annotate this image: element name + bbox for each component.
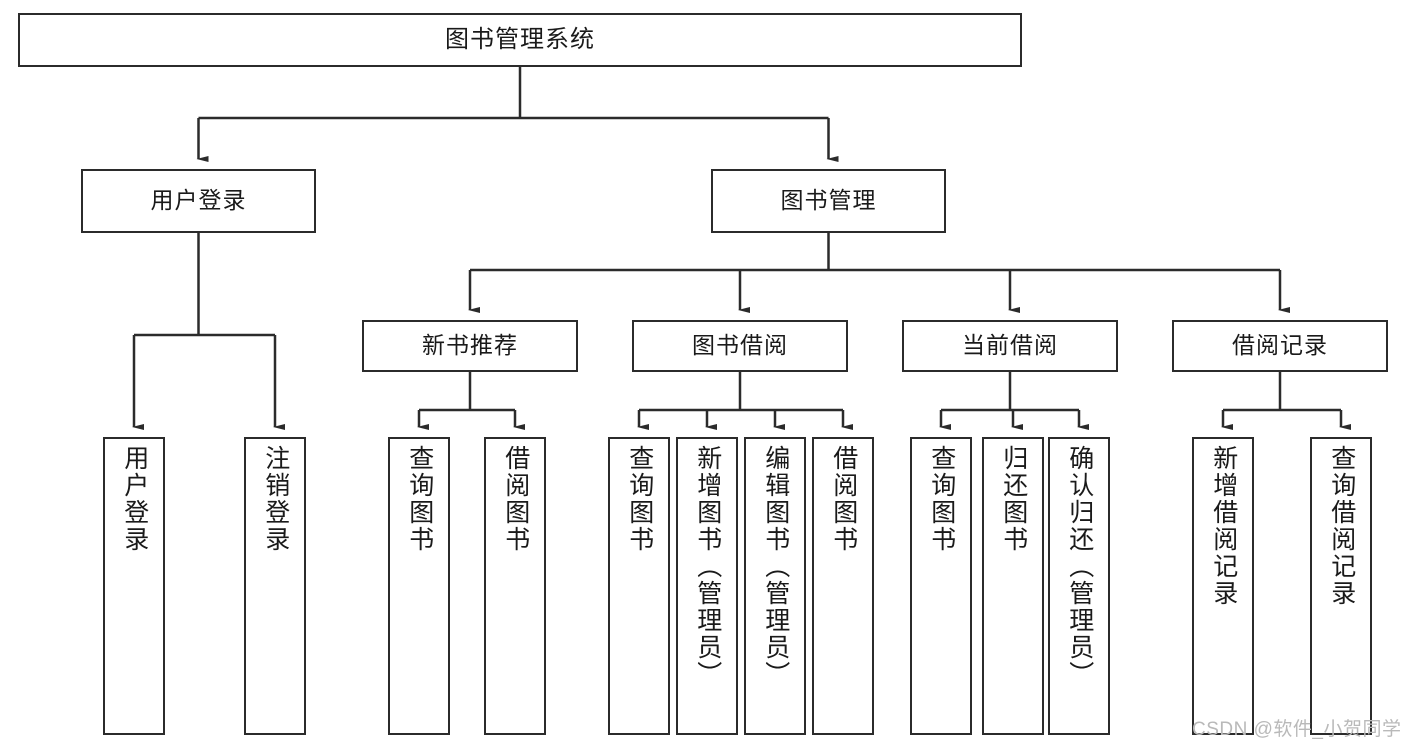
node-root[interactable]: 图书管理系统 — [18, 13, 1022, 67]
node-leaf-confirm-return[interactable]: 确认归还（管理员） — [1048, 437, 1110, 735]
node-leaf-query-book-2[interactable]: 查询图书 — [608, 437, 670, 735]
node-user-login-label: 用户登录 — [150, 187, 247, 214]
csdn-watermark: CSDN @软件_小贺同学 — [1192, 719, 1402, 740]
node-current-borrow-label: 当前借阅 — [962, 332, 1058, 359]
node-borrow-record-label: 借阅记录 — [1232, 332, 1328, 359]
node-leaf-borrow-book-1[interactable]: 借阅图书 — [484, 437, 546, 735]
node-leaf-query-book-3[interactable]: 查询图书 — [910, 437, 972, 735]
node-leaf-edit-book-label: 编辑图书（管理员） — [761, 445, 790, 688]
node-root-label: 图书管理系统 — [445, 25, 595, 53]
node-leaf-add-book[interactable]: 新增图书（管理员） — [676, 437, 738, 735]
node-leaf-query-book-3-label: 查询图书 — [927, 445, 956, 553]
node-leaf-borrow-book-1-label: 借阅图书 — [501, 445, 530, 553]
node-new-book-recommend-label: 新书推荐 — [422, 332, 518, 359]
node-new-book-recommend[interactable]: 新书推荐 — [362, 320, 578, 372]
node-book-borrow-label: 图书借阅 — [692, 332, 788, 359]
node-leaf-return-book-label: 归还图书 — [999, 445, 1028, 553]
node-leaf-query-book-1-label: 查询图书 — [405, 445, 434, 553]
node-leaf-query-record-label: 查询借阅记录 — [1327, 445, 1356, 607]
node-leaf-add-record[interactable]: 新增借阅记录 — [1192, 437, 1254, 735]
node-leaf-logout[interactable]: 注销登录 — [244, 437, 306, 735]
node-leaf-user-login-label: 用户登录 — [120, 445, 149, 553]
node-leaf-return-book[interactable]: 归还图书 — [982, 437, 1044, 735]
node-leaf-query-book-1[interactable]: 查询图书 — [388, 437, 450, 735]
node-leaf-logout-label: 注销登录 — [261, 445, 290, 553]
node-leaf-query-record[interactable]: 查询借阅记录 — [1310, 437, 1372, 735]
node-leaf-confirm-return-label: 确认归还（管理员） — [1065, 445, 1094, 688]
node-leaf-query-book-2-label: 查询图书 — [625, 445, 654, 553]
node-user-login[interactable]: 用户登录 — [81, 169, 316, 233]
node-book-manage-label: 图书管理 — [780, 187, 877, 214]
node-leaf-add-book-label: 新增图书（管理员） — [693, 445, 722, 688]
node-leaf-edit-book[interactable]: 编辑图书（管理员） — [744, 437, 806, 735]
node-leaf-user-login[interactable]: 用户登录 — [103, 437, 165, 735]
node-leaf-borrow-book-2-label: 借阅图书 — [829, 445, 858, 553]
node-book-manage[interactable]: 图书管理 — [711, 169, 946, 233]
node-current-borrow[interactable]: 当前借阅 — [902, 320, 1118, 372]
node-leaf-borrow-book-2[interactable]: 借阅图书 — [812, 437, 874, 735]
node-leaf-add-record-label: 新增借阅记录 — [1209, 445, 1238, 607]
node-borrow-record[interactable]: 借阅记录 — [1172, 320, 1388, 372]
node-book-borrow[interactable]: 图书借阅 — [632, 320, 848, 372]
